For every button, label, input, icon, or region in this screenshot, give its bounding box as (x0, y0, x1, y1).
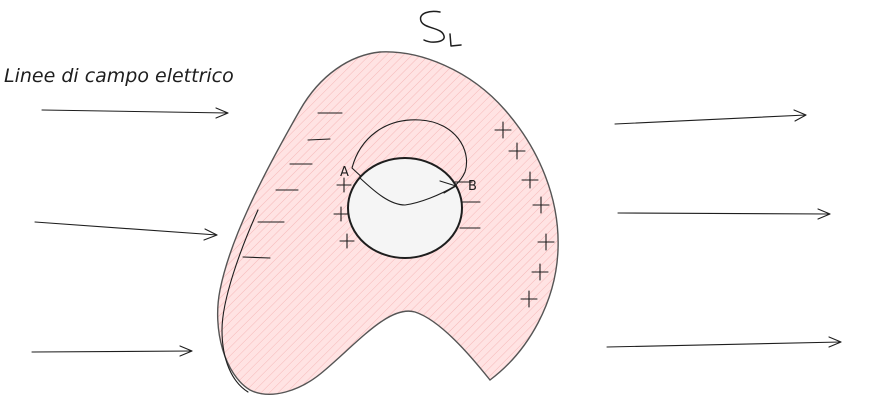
positive-charges-outer (494, 121, 555, 308)
field-line-arrow (617, 212, 831, 215)
point-b-label: B (468, 179, 477, 194)
field-line-arrow (34, 221, 218, 236)
outgoing-field-lines (606, 109, 842, 348)
point-a-label: A (340, 165, 349, 180)
field-lines-label: Linee di campo elettrico (4, 65, 234, 87)
negative-charges-cavity (454, 181, 481, 229)
cavity (347, 157, 463, 259)
field-line-arrow (614, 114, 807, 125)
negative-charges-outer (242, 112, 343, 259)
field-line-arrow (31, 350, 193, 353)
positive-charges-cavity (333, 177, 355, 249)
field-line-arrow (41, 109, 229, 114)
field-line-arrow (606, 341, 842, 348)
incoming-field-lines (31, 107, 229, 357)
surface-label (419, 10, 462, 47)
